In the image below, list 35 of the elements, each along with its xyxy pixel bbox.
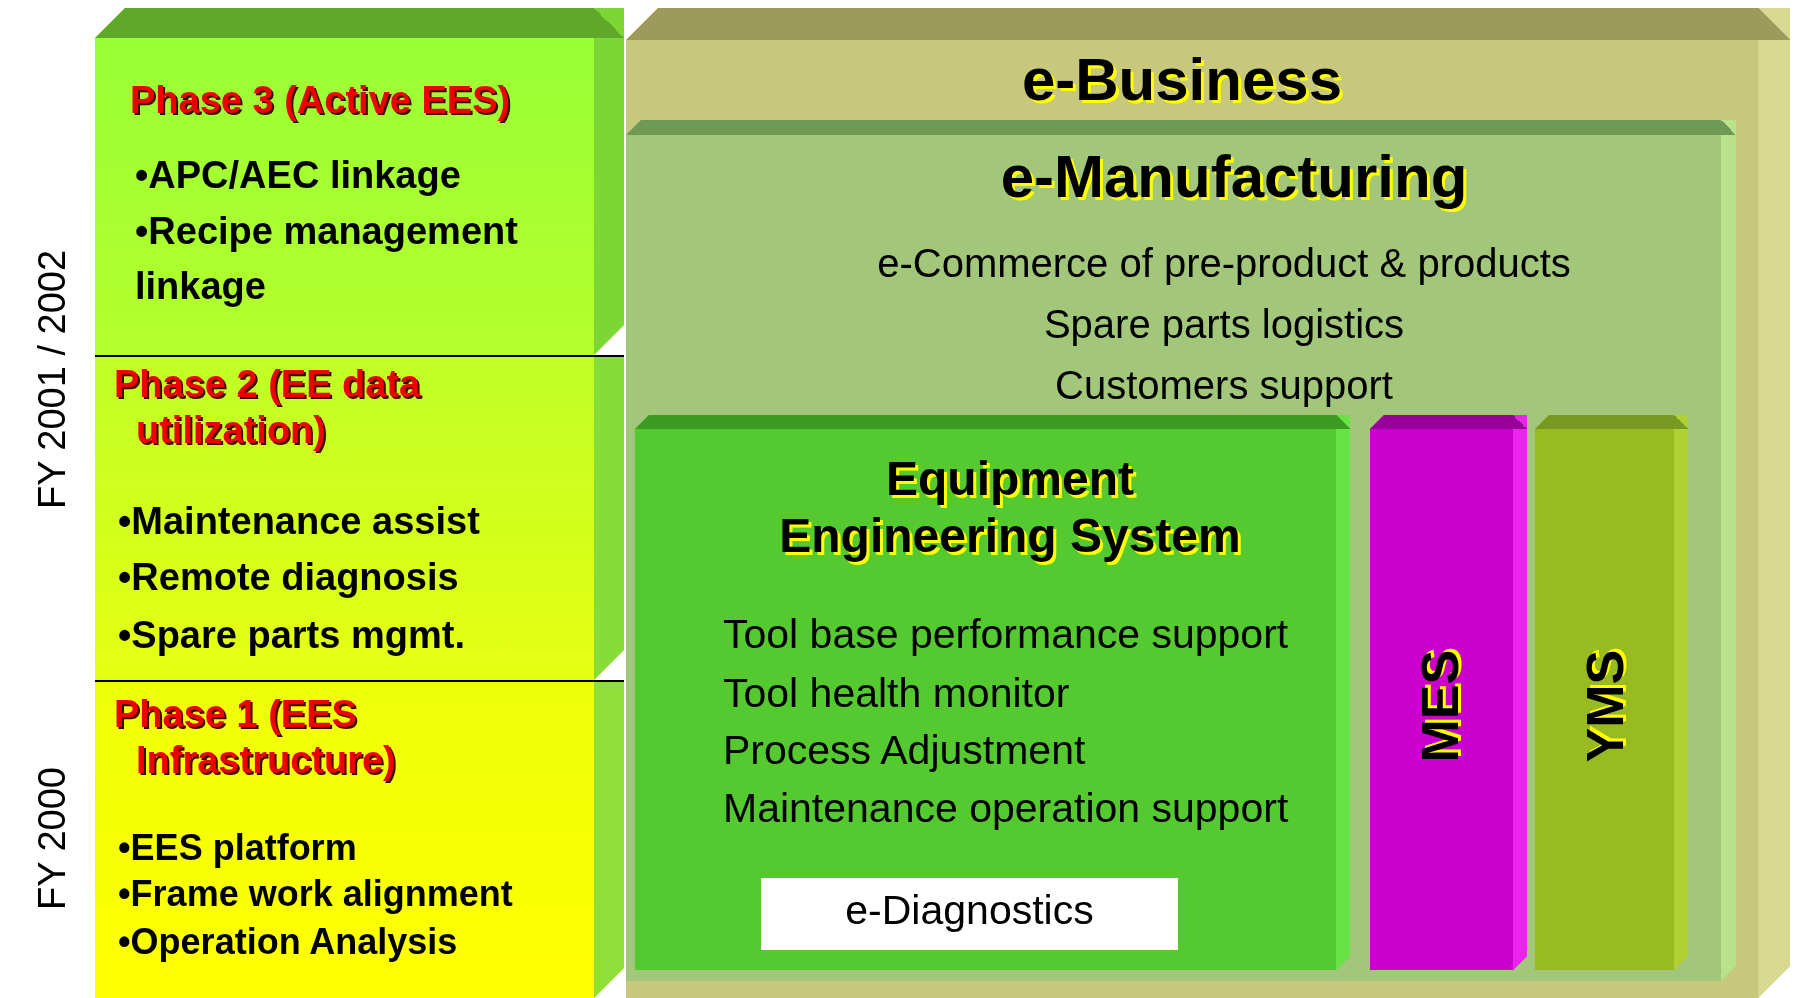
feature-text: Customers support — [1054, 362, 1394, 409]
bullet-item: •Remote diagnosis — [118, 555, 460, 600]
layer-panel — [626, 120, 1736, 981]
system-column — [1535, 415, 1688, 970]
year-label: FY 2000 — [30, 766, 74, 910]
bullet-item: •Maintenance assist — [118, 499, 481, 544]
feature-text: Tool health monitor — [723, 669, 1071, 718]
feature-text: Spare parts logistics — [1042, 301, 1406, 348]
phase-panel — [95, 355, 624, 680]
feature-text: Process Adjustment — [723, 726, 1087, 775]
panel-heading: e-Business — [1020, 45, 1344, 115]
phase-heading: Phase 2 (EE data utilization) — [114, 362, 422, 453]
bullet-item: •Operation Analysis — [118, 920, 459, 964]
panel-heading: Equipment Engineering System — [778, 451, 1242, 564]
module-box — [761, 878, 1178, 950]
system-panel — [635, 415, 1350, 970]
year-label: FY 2001 / 2002 — [30, 249, 74, 509]
system-column — [1370, 415, 1527, 970]
bullet-item: •APC/AEC linkage — [135, 153, 462, 198]
phase-heading: Phase 3 (Active EES) — [130, 78, 512, 123]
bullet-item: •Recipe management linkage — [135, 209, 519, 309]
panel-heading: e-Manufacturing — [999, 142, 1469, 212]
phase-heading: Phase 1 (EES Infrastructure) — [114, 692, 397, 783]
feature-text: e-Commerce of pre-product & products — [876, 240, 1572, 287]
feature-text: Maintenance operation support — [723, 784, 1290, 833]
phase-panel — [95, 8, 624, 355]
feature-text: Tool base performance support — [723, 610, 1290, 659]
bullet-item: •Frame work alignment — [118, 872, 514, 916]
bullet-item: •EES platform — [118, 826, 358, 870]
bullet-item: •Spare parts mgmt. — [118, 613, 466, 658]
feature-text: e-Diagnostics — [844, 886, 1095, 935]
layer-panel — [626, 8, 1790, 998]
column-label: YMS — [1574, 648, 1635, 765]
column-label: MES — [1409, 648, 1470, 765]
phase-panel — [95, 680, 624, 998]
